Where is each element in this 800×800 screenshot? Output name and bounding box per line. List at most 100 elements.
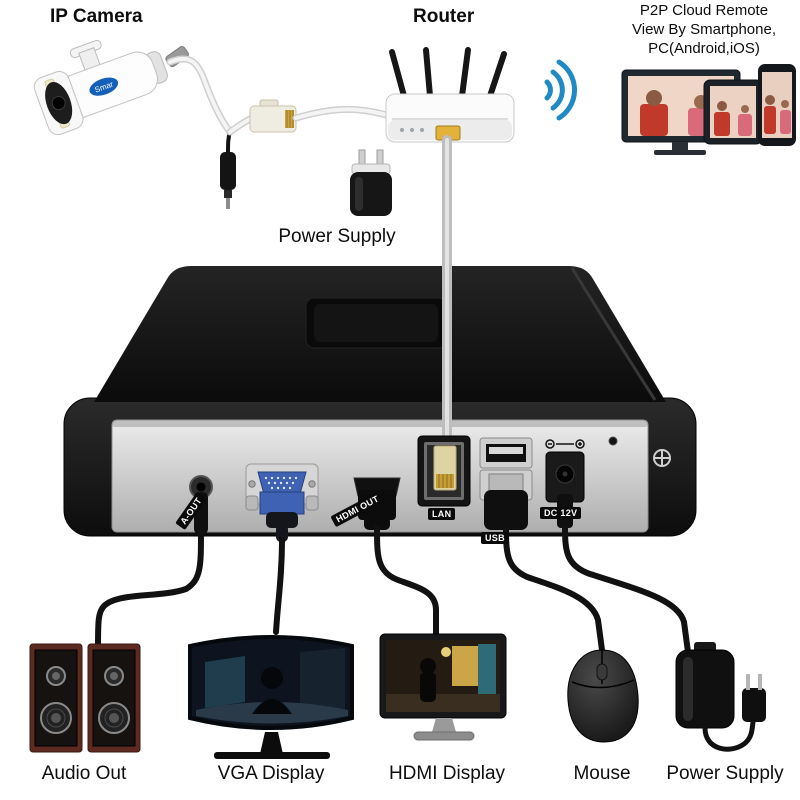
usb-port-label: USB	[481, 532, 509, 544]
audio-cable	[95, 529, 204, 651]
remote-monitor-stand	[672, 142, 688, 150]
nvr-led-hole	[608, 436, 618, 446]
hdmi-display-stand	[432, 718, 456, 732]
mouse-illustration	[567, 649, 639, 743]
dc-polarity-icon	[545, 439, 585, 449]
router-antenna	[487, 51, 507, 99]
hdmi-plug-shoulder	[364, 516, 390, 530]
router-led	[400, 128, 404, 132]
mouse-body	[567, 649, 639, 743]
camera-dc-plug-collar	[224, 190, 232, 198]
vga-cable	[273, 537, 285, 635]
photo-figure	[764, 106, 776, 134]
woofer-cap	[51, 713, 61, 723]
adapter-highlight	[355, 177, 363, 211]
dc-port-label: DC 12V	[540, 507, 582, 519]
wifi-icon	[544, 59, 578, 121]
camera-dc-plug	[220, 152, 236, 190]
polarity-minus-ring	[545, 439, 555, 449]
router-antenna	[389, 49, 407, 99]
plug-prong	[746, 674, 750, 690]
power-supply-top-illustration	[350, 149, 392, 216]
usb-port-group	[479, 437, 605, 653]
tweeter-dome	[52, 672, 60, 680]
router-antenna	[423, 47, 433, 99]
nvr-top-recess-inner	[314, 304, 438, 342]
lan-plug-pins	[436, 474, 454, 488]
vga-thumbscrew	[245, 495, 259, 511]
usb-plug	[484, 490, 528, 530]
woofer-ring	[104, 708, 124, 728]
power-supply-top-label: Power Supply	[278, 226, 396, 247]
vga-port-group	[245, 463, 319, 635]
usb-port-tongue	[489, 447, 523, 454]
vga-display-illustration	[188, 635, 354, 759]
router-antenna	[459, 47, 471, 99]
mouse-label: Mouse	[573, 763, 631, 784]
rj45-to-router-cable	[294, 107, 392, 120]
screen-figure-head	[261, 667, 283, 689]
audio-jack-hole	[196, 482, 206, 492]
plug-body	[742, 688, 766, 722]
remote-monitor-base	[654, 150, 706, 155]
p2p-label: P2P Cloud Remote View By Smartphone, PC(…	[608, 2, 800, 58]
adapter-cord	[702, 719, 756, 752]
screen-figure-body	[252, 699, 292, 714]
nvr-top-highlight	[570, 267, 657, 401]
mouse-scroll-wheel	[596, 663, 608, 681]
screen-bright-wall	[452, 646, 478, 686]
photo-figure	[714, 112, 730, 136]
router-led	[420, 128, 424, 132]
photo-figure	[640, 104, 668, 136]
remote-devices-illustration	[621, 64, 796, 155]
screen-figure-head	[420, 658, 436, 674]
power-supply-bottom-illustration	[675, 642, 766, 752]
camera-lens	[51, 96, 66, 111]
wifi-arc-medium	[550, 69, 565, 111]
lan-port-group	[417, 435, 471, 507]
screen-floor	[386, 694, 500, 712]
hdmi-display-illustration	[379, 633, 507, 741]
screen-figure-body	[420, 672, 436, 702]
adapter-highlight	[683, 657, 693, 721]
hdmi-cable	[374, 525, 439, 641]
p2p-line-3: PC(Android,iOS)	[648, 39, 760, 57]
vga-plug	[259, 491, 305, 515]
ip-camera-label: IP Camera	[50, 6, 143, 27]
p2p-line-1: P2P Cloud Remote	[639, 2, 769, 19]
polarity-plus-ring	[575, 439, 585, 449]
ip-camera-illustration: Smar	[33, 39, 394, 209]
vga-thumbscrew	[305, 495, 319, 511]
vga-strain-relief	[276, 524, 288, 542]
screw-cross	[654, 450, 670, 466]
photo-head	[781, 100, 789, 108]
screen-window-glow	[205, 656, 245, 708]
power-supply-bottom-label: Power Supply	[666, 763, 784, 784]
screen-panel	[300, 648, 345, 718]
camera-dc-plug-tip	[226, 198, 230, 209]
camera-brand-logo	[89, 77, 119, 96]
vga-screw-hole	[248, 480, 256, 488]
wifi-arc-large	[556, 59, 578, 121]
photo-head	[765, 95, 775, 105]
hdmi-display-base	[413, 731, 475, 741]
photo-head	[717, 101, 727, 111]
vga-display-label: VGA Display	[217, 763, 325, 784]
audio-out-speakers-illustration	[29, 643, 141, 753]
plug-prong	[758, 674, 762, 690]
photo-head	[741, 105, 749, 113]
wifi-arc-small	[544, 79, 553, 101]
vga-display-stand	[260, 732, 283, 754]
lan-pin-lines	[438, 474, 452, 488]
woofer-ring	[46, 708, 66, 728]
router-led	[410, 128, 414, 132]
camera-cable	[168, 56, 232, 134]
photo-figure	[780, 110, 791, 134]
camera-lan-wire	[228, 116, 254, 134]
mouse-cable	[503, 527, 605, 653]
nvr-screw	[653, 449, 671, 467]
screen-door	[478, 644, 496, 704]
lan-port-label: LAN	[428, 508, 456, 520]
